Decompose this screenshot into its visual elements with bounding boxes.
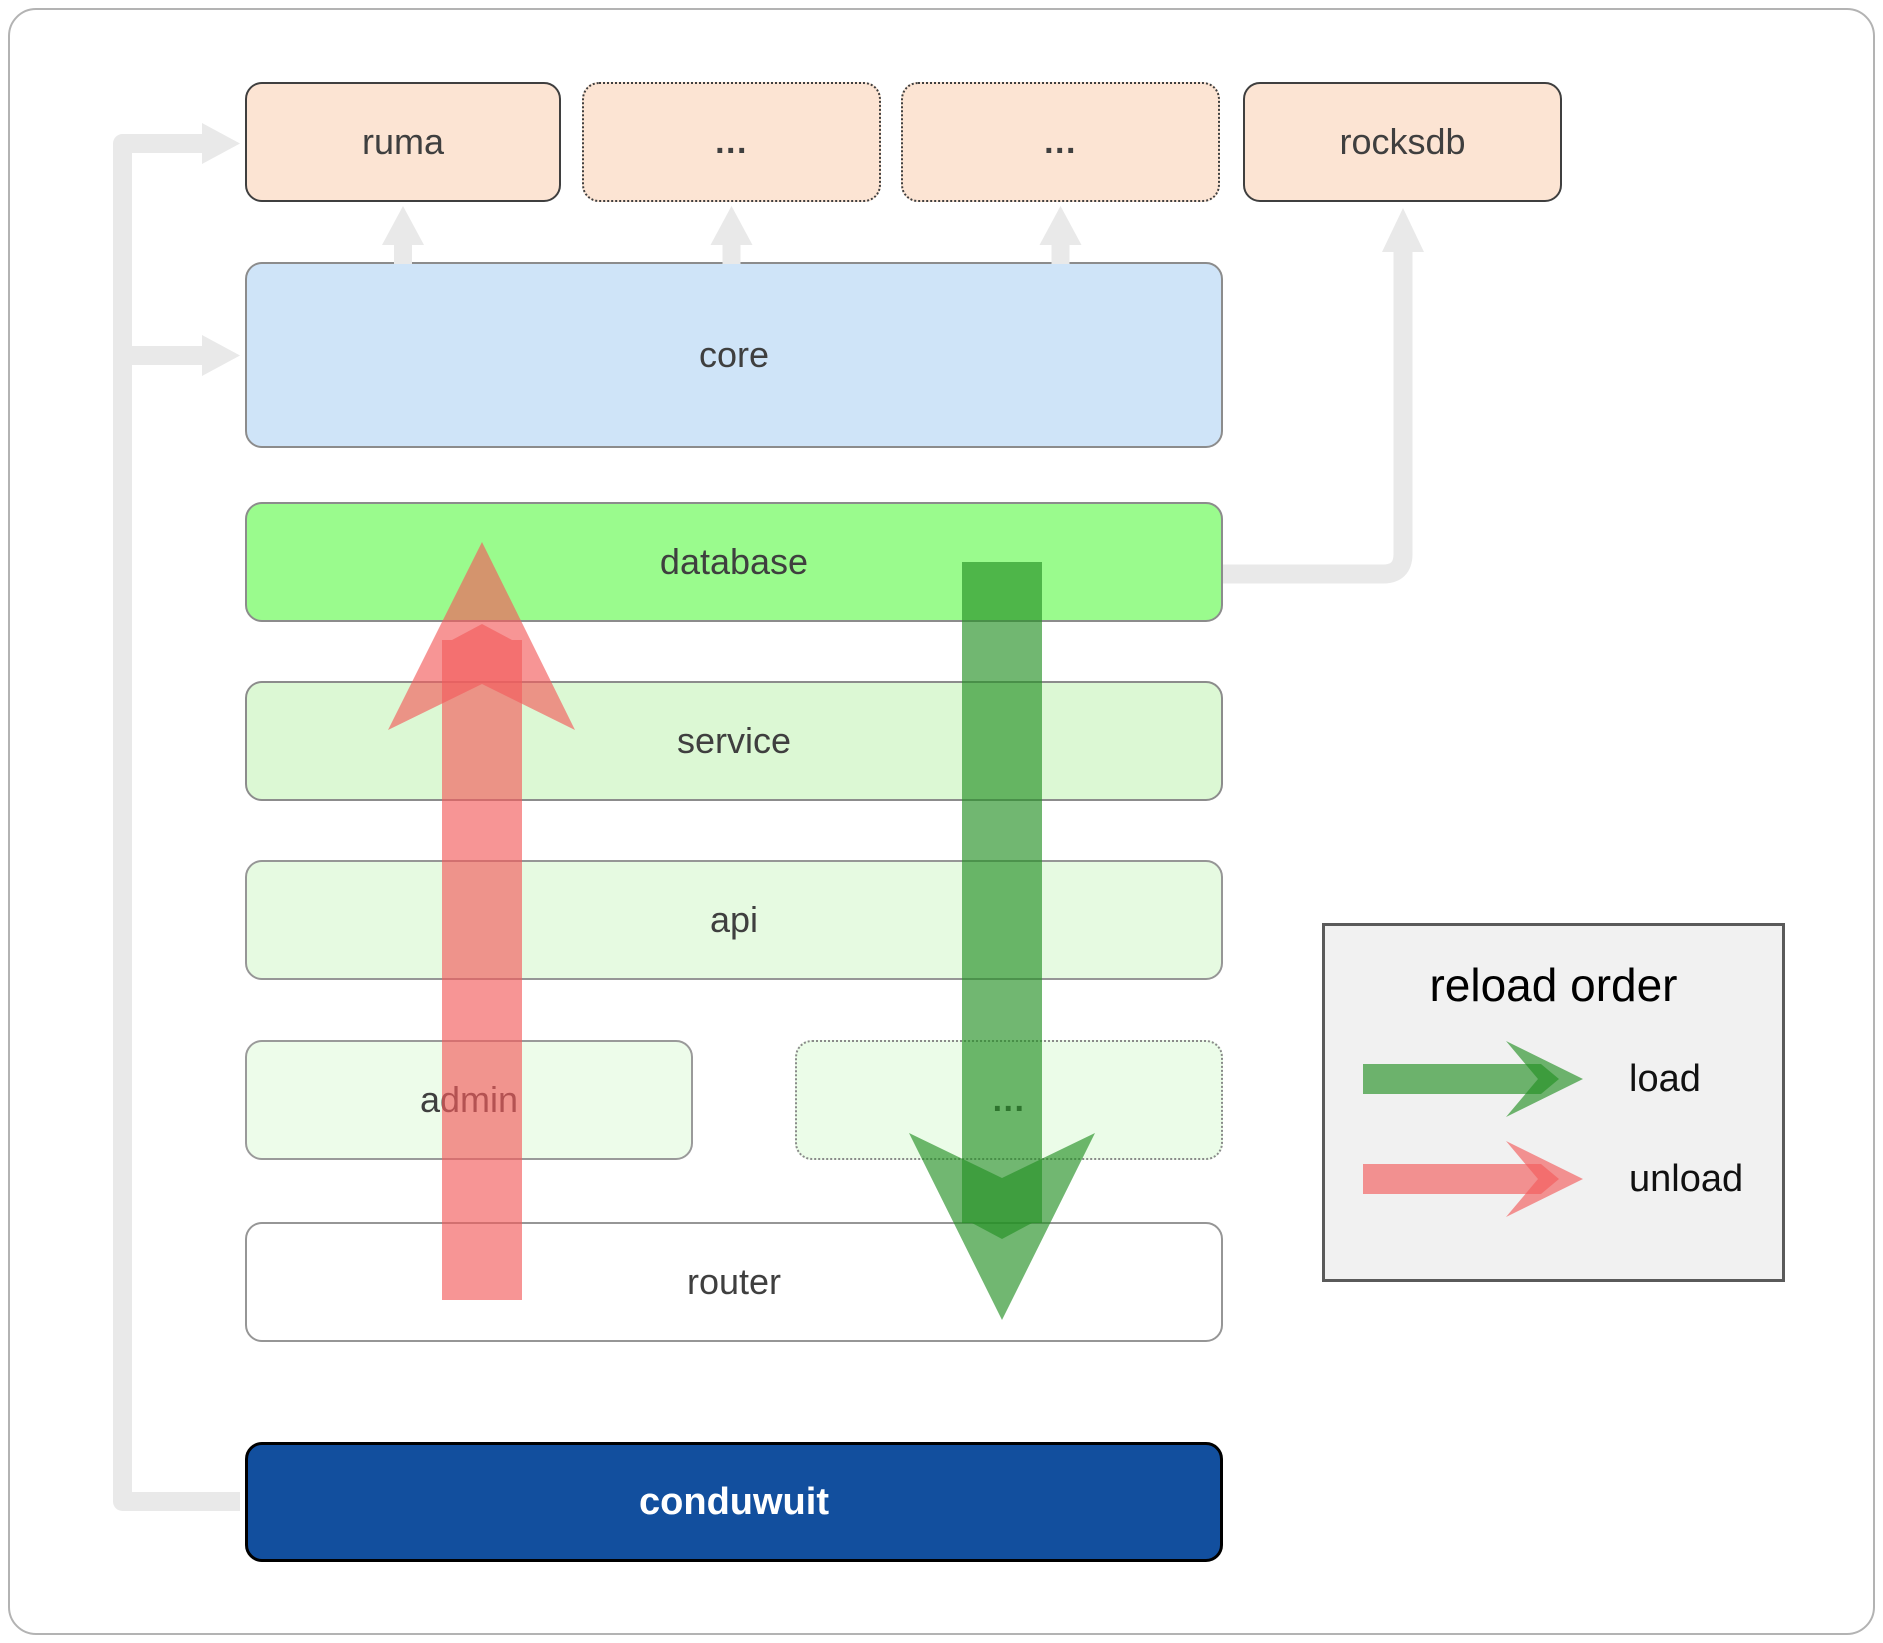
legend-item-unload: unload (1363, 1138, 1743, 1220)
load-arrow-icon (1363, 1041, 1583, 1117)
node-api: api (245, 860, 1223, 980)
node-service: service (245, 681, 1223, 801)
unload-arrow-icon (1363, 1141, 1583, 1217)
node-conduwuit-label: conduwuit (639, 1480, 829, 1523)
node-core-label: core (698, 334, 770, 375)
legend-unload-label: unload (1629, 1157, 1744, 1200)
node-ruma-label: ruma (361, 121, 445, 162)
legend: reload order load unload (1322, 923, 1785, 1282)
node-ellipsis-2-label: ... (1044, 122, 1077, 161)
legend-load-label: load (1629, 1057, 1701, 1100)
legend-title: reload order (1429, 959, 1678, 1011)
node-admin: admin (245, 1040, 693, 1160)
node-database-label: database (659, 541, 809, 582)
node-ellipsis-2: ... (901, 82, 1220, 202)
node-ellipsis-1: ... (582, 82, 881, 202)
node-api-label: api (709, 899, 759, 940)
node-ellipsis-3-label: ... (992, 1080, 1026, 1119)
node-ellipsis-1-label: ... (715, 122, 748, 161)
node-service-label: service (676, 720, 792, 761)
node-router: router (245, 1222, 1223, 1342)
node-database: database (245, 502, 1223, 622)
legend-item-load: load (1363, 1038, 1701, 1120)
node-core: core (245, 262, 1223, 448)
node-conduwuit: conduwuit (245, 1442, 1223, 1562)
outer-frame (8, 8, 1875, 1635)
node-ellipsis-3: ... (795, 1040, 1223, 1160)
node-ruma: ruma (245, 82, 561, 202)
node-rocksdb-label: rocksdb (1339, 121, 1466, 162)
node-router-label: router (686, 1261, 782, 1302)
node-admin-label: admin (419, 1079, 519, 1120)
node-rocksdb: rocksdb (1243, 82, 1562, 202)
